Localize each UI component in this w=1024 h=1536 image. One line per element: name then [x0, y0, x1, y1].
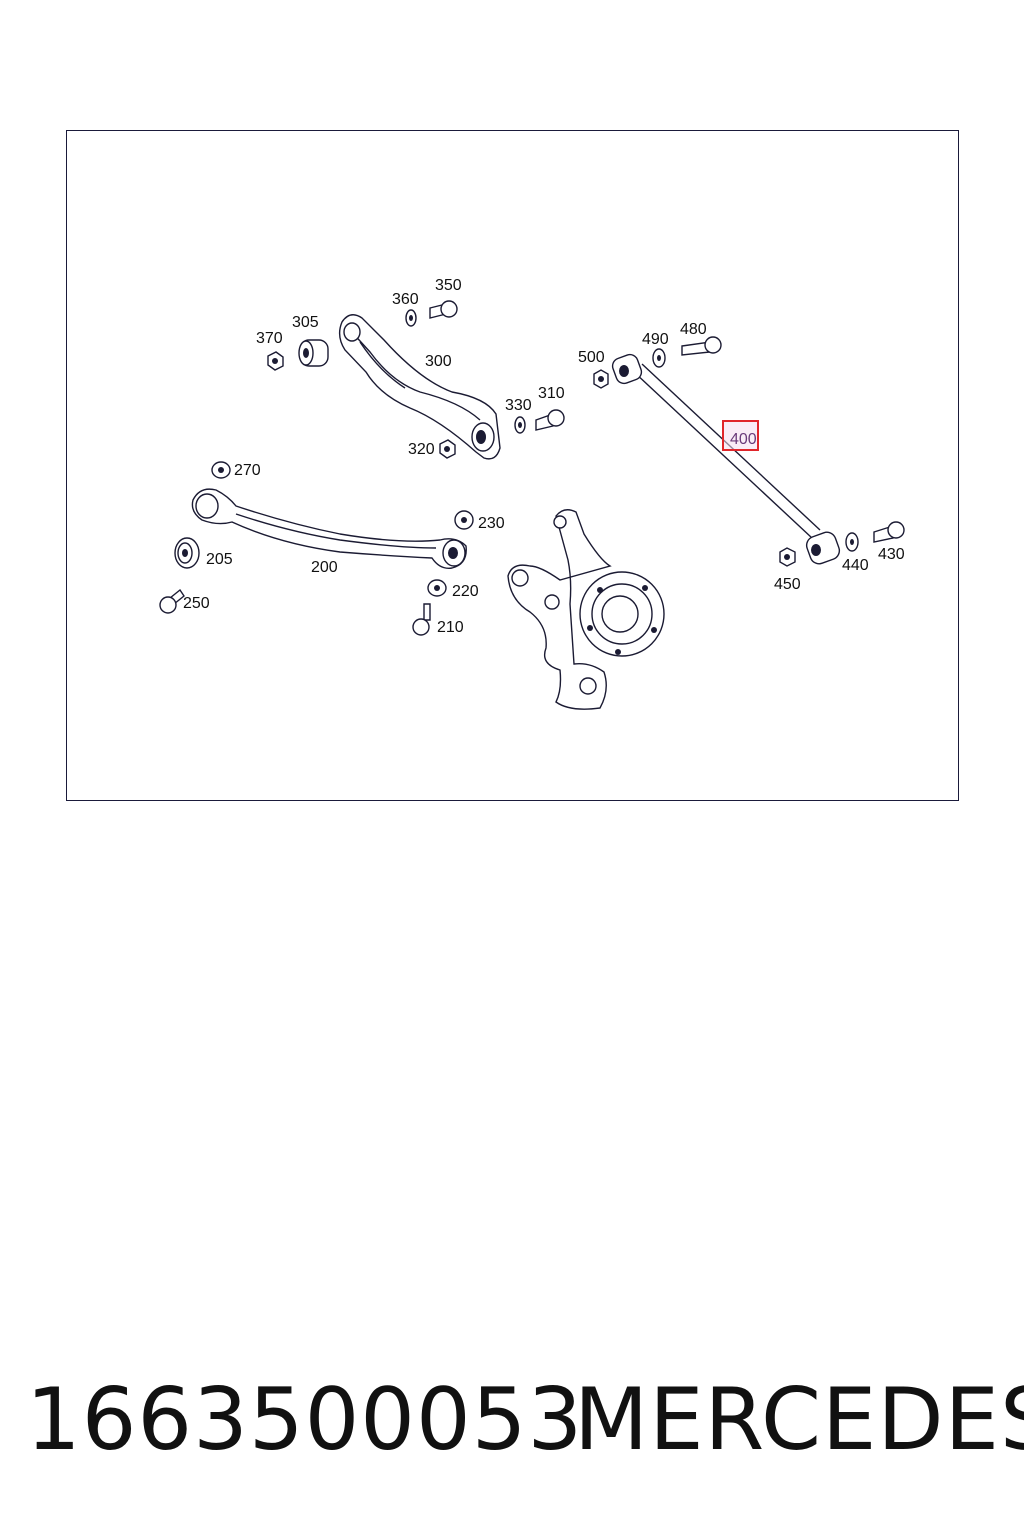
bolt-430	[873, 521, 905, 543]
label-350: 350	[435, 277, 462, 294]
label-200: 200	[311, 559, 338, 576]
tie-rod-400	[611, 353, 841, 565]
label-250: 250	[183, 595, 210, 612]
label-450: 450	[774, 576, 801, 593]
label-360: 360	[392, 291, 419, 308]
label-500: 500	[578, 349, 605, 366]
footer-caption: 1663500053 MERCEDES	[0, 1365, 1024, 1475]
washer-360	[405, 309, 417, 327]
bolt-210	[412, 603, 431, 636]
nut-370	[267, 351, 284, 371]
washer-270	[211, 461, 231, 479]
washer-230	[454, 510, 474, 530]
nut-500	[593, 369, 609, 389]
label-220: 220	[452, 583, 479, 600]
bolt-480	[681, 336, 722, 356]
upper-control-arm-300	[338, 314, 501, 460]
nut-320	[439, 439, 456, 459]
label-210: 210	[437, 619, 464, 636]
bushing-205	[174, 537, 200, 569]
label-205: 205	[206, 551, 233, 568]
brand-name: MERCEDES	[574, 1370, 1024, 1470]
wheel-knuckle	[507, 509, 665, 710]
label-440: 440	[842, 557, 869, 574]
lower-control-arm-200	[191, 488, 467, 569]
label-305: 305	[292, 314, 319, 331]
part-number: 1663500053	[26, 1370, 584, 1470]
washer-220	[427, 579, 447, 597]
label-400: 400	[730, 431, 757, 448]
label-370: 370	[256, 330, 283, 347]
bolt-250	[159, 588, 185, 614]
nut-450	[779, 547, 796, 567]
label-270: 270	[234, 462, 261, 479]
bolt-310	[535, 409, 565, 431]
label-480: 480	[680, 321, 707, 338]
label-300: 300	[425, 353, 452, 370]
washer-490	[652, 348, 666, 368]
washer-440	[845, 532, 859, 552]
label-430: 430	[878, 546, 905, 563]
highlight-box-400	[722, 420, 759, 451]
bushing-305	[298, 339, 329, 367]
diagram-frame	[66, 130, 959, 801]
bolt-350	[429, 300, 458, 319]
label-320: 320	[408, 441, 435, 458]
label-310: 310	[538, 385, 565, 402]
label-230: 230	[478, 515, 505, 532]
label-490: 490	[642, 331, 669, 348]
label-330: 330	[505, 397, 532, 414]
washer-330	[514, 416, 526, 434]
